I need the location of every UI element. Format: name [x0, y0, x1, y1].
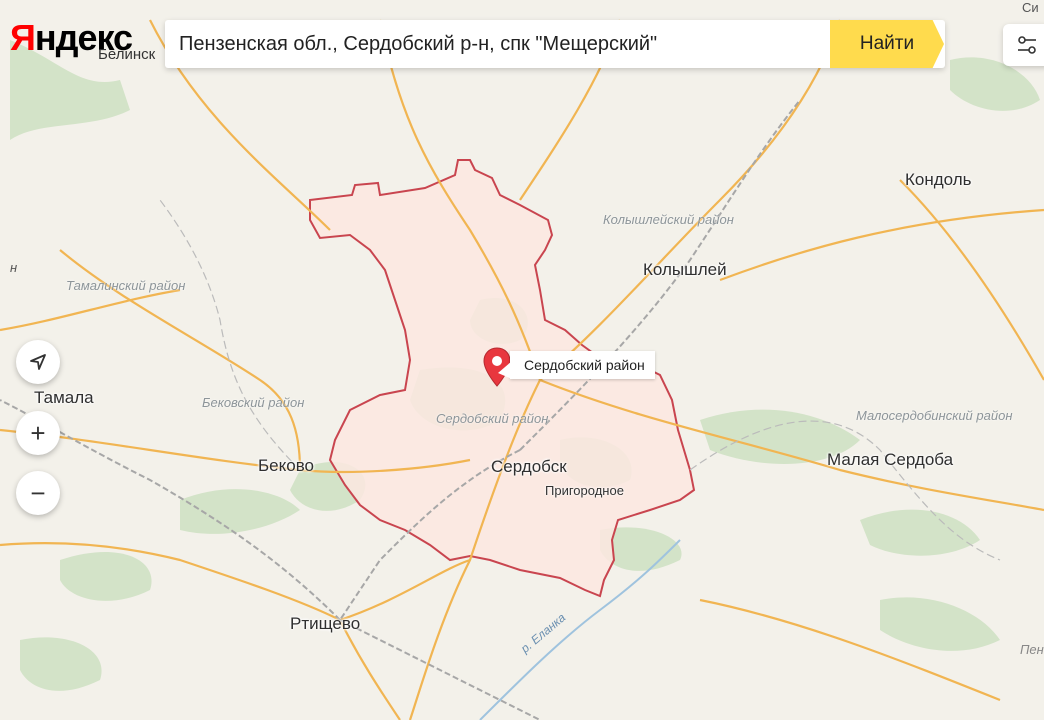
sliders-icon-svg [1018, 36, 1036, 54]
district-label-bekovsky: Бековский район [202, 395, 305, 410]
city-label-kolyshley: Колышлей [643, 260, 727, 279]
zoom-out-button[interactable]: − [16, 471, 60, 515]
zoom-in-button[interactable]: + [16, 411, 60, 455]
district-borders [159, 199, 1001, 561]
selected-region-tooltip[interactable]: Сердобский район [498, 351, 655, 379]
partial-label-n: н [10, 260, 18, 275]
city-label-rtishchevo: Ртищево [290, 614, 361, 633]
find-button[interactable]: Найти [830, 20, 944, 68]
district-label-serdobsky: Сердобский район [436, 411, 549, 426]
railways [0, 99, 801, 720]
district-label-tamalinsky: Тамалинский район [66, 278, 186, 293]
selected-region-label: Сердобский район [524, 357, 645, 373]
river-yelanka [479, 539, 681, 720]
sliders-icon[interactable] [1003, 24, 1044, 66]
search-input[interactable]: Пензенская обл., Сердобский р-н, спк "Ме… [179, 32, 658, 55]
city-label-kondol: Кондоль [905, 170, 972, 189]
district-label-kolyshleysky: Колышлейский район [603, 212, 734, 227]
city-label-serdobsk: Сердобск [491, 457, 567, 476]
partial-label-top-right: Си [1022, 0, 1039, 15]
partial-label-right: Пен [1020, 642, 1044, 657]
town-label-prigorodnoe: Пригородное [545, 483, 624, 498]
district-label-malosedobinsky: Малосердобинский район [856, 408, 1013, 423]
search-bar[interactable]: Пензенская обл., Сердобский р-н, спк "Ме… [165, 20, 945, 68]
yandex-logo[interactable]: Яндекс [10, 17, 133, 58]
locate-button[interactable] [16, 340, 60, 384]
arrow-locate-icon [30, 354, 46, 370]
city-label-belinsk: Белинск [98, 46, 156, 63]
city-label-malaya-serdoba: Малая Сердоба [827, 450, 954, 469]
city-label-bekovo: Беково [258, 456, 314, 475]
city-label-tamala: Тамала [34, 388, 94, 407]
